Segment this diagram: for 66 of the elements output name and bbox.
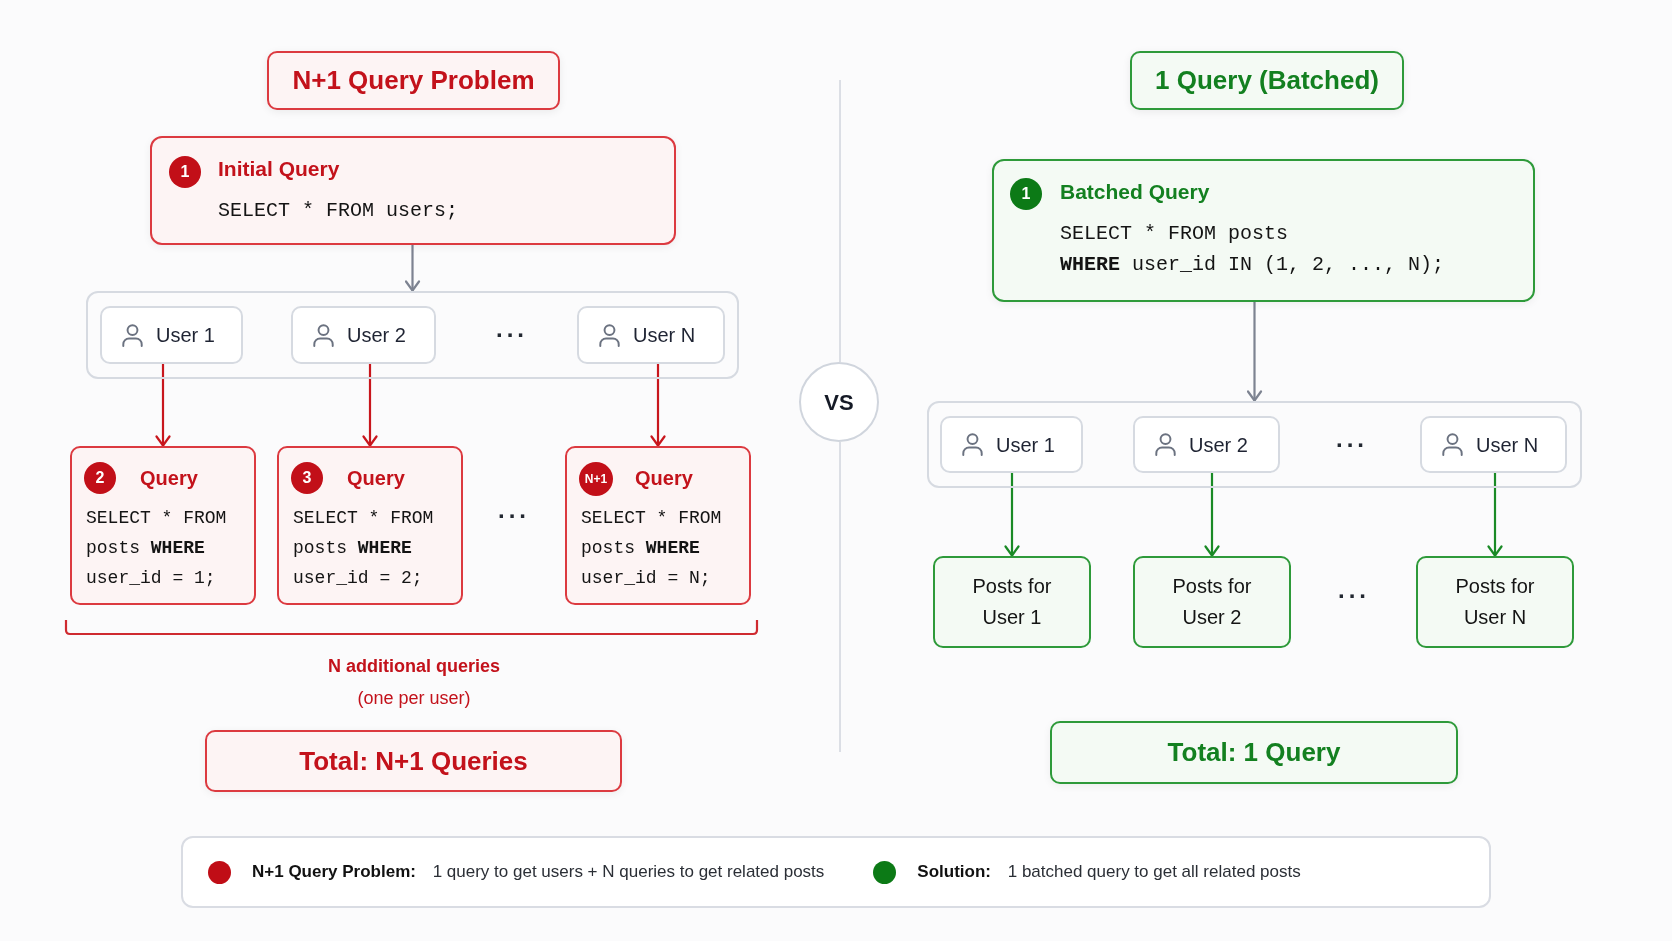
code-text: SELECT * FROM posts WHERE user_id = N; [581,507,723,590]
user-box [291,306,436,364]
arrow [155,364,171,447]
arrow [404,245,421,292]
step-badge: 3 [291,462,323,494]
result-box [933,556,1091,648]
code-text: SELECT * FROM posts WHERE user_id = 1; [86,507,228,590]
user-box [1133,416,1280,473]
node-text: Posts for User 1 [971,574,1053,630]
arrow [650,364,666,447]
total-text: Total: 1 Query [1167,736,1341,769]
user-box [577,306,725,364]
ellipsis-text: ... [496,317,528,341]
user-label: User 2 [347,323,406,348]
user-box [1420,416,1567,473]
user-group-panel [86,291,739,379]
arrow [1487,473,1503,557]
heading-box [1130,51,1404,110]
step-badge: 1 [169,156,201,188]
arrow [1004,473,1020,557]
user-label: User 1 [996,432,1055,458]
user-label: User 2 [1189,432,1248,458]
step-badge: 1 [1010,178,1042,210]
note-text: (one per user) [357,687,471,710]
ellipsis-text: ... [498,498,530,522]
user-box [100,306,243,364]
legend-text: Solution: 1 batched query to get all related posts [917,861,1301,884]
query-box [70,446,256,605]
total-box [1050,721,1458,784]
step-badge: 2 [84,462,116,494]
step-badge: N+1 [579,462,613,496]
user-group-panel [927,401,1582,488]
code-line: SELECT * FROM users; [218,198,459,224]
ellipsis-text: ... [1336,427,1368,451]
total-box [205,730,622,792]
node-title: Query [635,466,693,491]
code-line: SELECT * FROM posts [1060,221,1290,247]
user-label: User N [1476,432,1539,458]
query-box [992,159,1535,302]
result-box [1133,556,1291,648]
ellipsis-text: ... [1338,578,1370,602]
node-text: Posts for User N [1454,574,1536,630]
query-box [565,446,751,605]
node-title: Batched Query [1060,179,1211,205]
arrow [1204,473,1220,557]
arrow [1246,302,1263,402]
heading-text: N+1 Query Problem [292,64,535,97]
result-box [1416,556,1574,648]
legend-text: N+1 Query Problem: 1 query to get users + N queries to get related posts [252,861,825,884]
arrow [362,364,378,447]
heading-box [267,51,560,110]
node-title: Query [347,466,405,491]
user-label: User 1 [156,323,215,348]
user-label: User N [633,323,696,348]
query-box [277,446,463,605]
node-text: Posts for User 2 [1171,574,1253,630]
code-line: WHERE user_id IN (1, 2, ..., N); [1060,252,1445,278]
vs-text: VS [824,388,854,417]
total-text: Total: N+1 Queries [299,744,528,778]
node-title: Initial Query [218,156,341,182]
note-text: N additional queries [328,655,500,678]
user-box [940,416,1083,473]
node-title: Query [140,466,198,491]
code-text: SELECT * FROM posts WHERE user_id = 2; [293,507,435,590]
heading-text: 1 Query (Batched) [1155,64,1379,97]
query-box [150,136,676,245]
